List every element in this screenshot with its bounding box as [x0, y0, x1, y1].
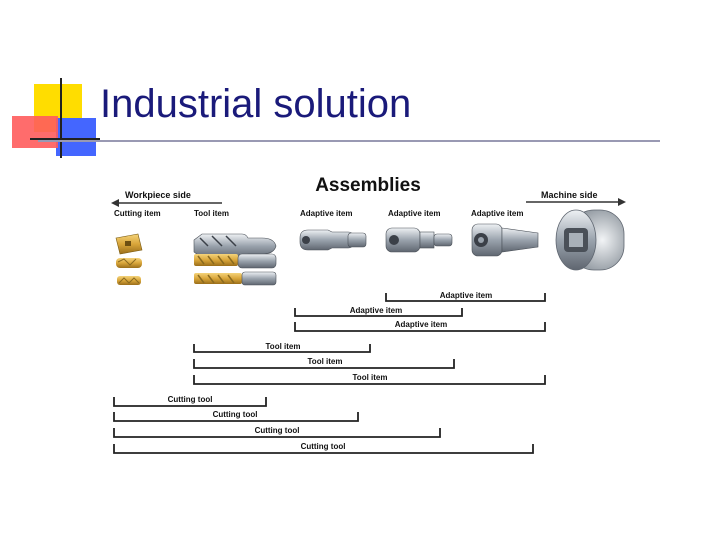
bracket-label: Cutting tool: [168, 395, 213, 404]
adaptive-item-holder-2: [385, 227, 453, 253]
column-label-cutting-item: Cutting item: [114, 209, 161, 218]
decor-horizontal-line: [30, 138, 100, 140]
bracket-label: Cutting tool: [255, 426, 300, 435]
column-label-adaptive-item-3: Adaptive item: [471, 209, 523, 218]
column-label-adaptive-item-1: Adaptive item: [300, 209, 352, 218]
adaptive-item-bracket-1: Adaptive item: [385, 291, 546, 302]
bracket-label: Cutting tool: [301, 442, 346, 451]
cutting-tool-bracket-4: Cutting tool: [113, 442, 534, 454]
bracket-label: Tool item: [308, 357, 343, 366]
tool-item-bracket-3: Tool item: [193, 373, 546, 385]
diagram-heading: Assemblies: [315, 175, 421, 196]
title-underline: [38, 140, 660, 142]
bracket-label: Tool item: [353, 373, 388, 382]
workpiece-side-arrow: Workpiece side: [111, 190, 222, 207]
adaptive-item-holder-1: [299, 229, 367, 251]
bracket-label: Tool item: [266, 342, 301, 351]
workpiece-side-label: Workpiece side: [125, 190, 191, 200]
machine-side-label: Machine side: [541, 190, 598, 200]
adaptive-item-holder-3: [471, 223, 539, 257]
cutting-item-inserts: [115, 233, 143, 285]
cutting-tool-bracket-3: Cutting tool: [113, 426, 441, 438]
machine-spindle: [555, 209, 625, 271]
adaptive-item-bracket-2: Adaptive item: [294, 306, 463, 317]
bracket-label: Adaptive item: [395, 320, 447, 329]
machine-side-arrow: Machine side: [526, 190, 626, 206]
tool-item-bracket-1: Tool item: [193, 342, 371, 353]
decor-red-square: [12, 116, 58, 148]
tool-item-bracket-2: Tool item: [193, 357, 455, 369]
column-label-tool-item: Tool item: [194, 209, 229, 218]
decor-vertical-line: [60, 78, 62, 158]
adaptive-item-bracket-3: Adaptive item: [294, 320, 546, 332]
column-label-adaptive-item-2: Adaptive item: [388, 209, 440, 218]
decor-blue-square: [56, 118, 96, 156]
tool-item-drills: [193, 233, 277, 286]
bracket-label: Adaptive item: [350, 306, 402, 315]
cutting-tool-bracket-1: Cutting tool: [113, 395, 267, 407]
slide-title: Industrial solution: [100, 82, 412, 126]
bracket-label: Cutting tool: [213, 410, 258, 419]
cutting-tool-bracket-2: Cutting tool: [113, 410, 359, 422]
bracket-label: Adaptive item: [440, 291, 492, 300]
